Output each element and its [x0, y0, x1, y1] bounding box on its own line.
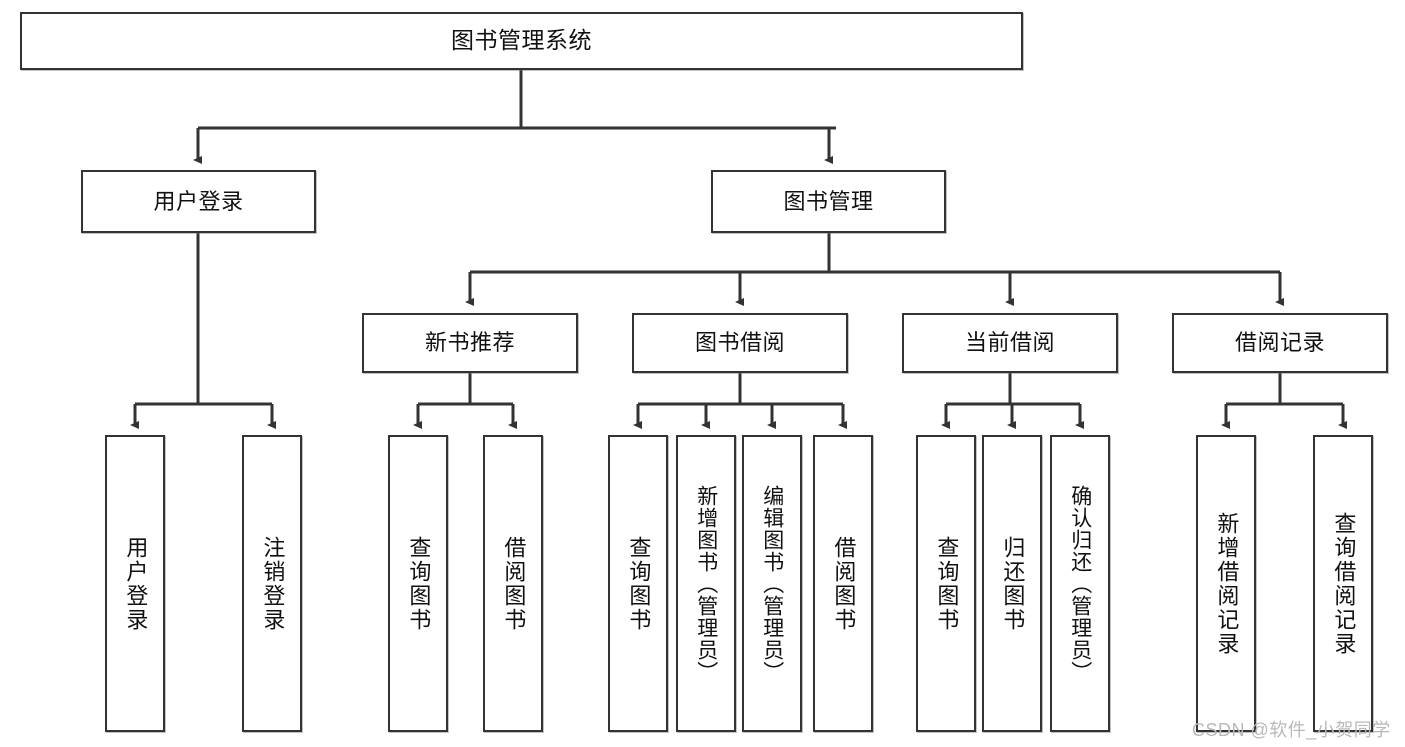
node-label: 查询图书 — [626, 535, 652, 632]
node-root-book-management-system[interactable]: 图书管理系统 — [20, 12, 1023, 70]
leaf-book-borrow-lend[interactable]: 借阅图书 — [813, 435, 873, 732]
node-label: 确认归还（管理员） — [1068, 484, 1092, 683]
node-current-borrow[interactable]: 当前借阅 — [902, 313, 1118, 373]
node-label: 用户登录 — [123, 535, 149, 632]
leaf-user-login-signin[interactable]: 用户登录 — [105, 435, 165, 732]
node-label: 借阅记录 — [1234, 330, 1325, 356]
leaf-user-login-signout[interactable]: 注销登录 — [242, 435, 302, 732]
node-new-book-recommend[interactable]: 新书推荐 — [362, 313, 578, 373]
node-book-management[interactable]: 图书管理 — [711, 170, 946, 233]
leaf-book-borrow-edit[interactable]: 编辑图书（管理员） — [742, 435, 802, 732]
leaf-book-borrow-query[interactable]: 查询图书 — [608, 435, 668, 732]
node-label: 借阅图书 — [501, 535, 527, 632]
leaf-new-book-borrow[interactable]: 借阅图书 — [483, 435, 543, 732]
node-borrow-record[interactable]: 借阅记录 — [1172, 313, 1388, 373]
node-label: 编辑图书（管理员） — [760, 484, 784, 683]
node-label: 新增图书（管理员） — [694, 484, 718, 683]
node-label: 借阅图书 — [831, 535, 857, 632]
node-label: 注销登录 — [260, 535, 286, 632]
leaf-new-book-query[interactable]: 查询图书 — [388, 435, 448, 732]
node-label: 查询图书 — [406, 535, 432, 632]
leaf-book-borrow-add[interactable]: 新增图书（管理员） — [676, 435, 736, 732]
csdn-watermark: CSDN @软件_小贺同学 — [1192, 720, 1391, 740]
node-label: 图书管理系统 — [451, 27, 592, 54]
leaf-borrow-record-query[interactable]: 查询借阅记录 — [1313, 435, 1373, 732]
leaf-current-borrow-return[interactable]: 归还图书 — [982, 435, 1042, 732]
node-label: 查询借阅记录 — [1331, 511, 1357, 656]
node-label: 当前借阅 — [964, 330, 1055, 356]
node-label: 用户登录 — [153, 188, 244, 214]
node-user-login[interactable]: 用户登录 — [81, 170, 316, 233]
leaf-current-borrow-confirm-return[interactable]: 确认归还（管理员） — [1050, 435, 1110, 732]
node-label: 新增借阅记录 — [1214, 511, 1240, 656]
leaf-borrow-record-add[interactable]: 新增借阅记录 — [1196, 435, 1256, 732]
node-label: 图书借阅 — [694, 330, 785, 356]
leaf-current-borrow-query[interactable]: 查询图书 — [916, 435, 976, 732]
node-label: 图书管理 — [783, 188, 874, 214]
node-label: 查询图书 — [934, 535, 960, 632]
node-label: 新书推荐 — [424, 330, 515, 356]
node-label: 归还图书 — [1000, 535, 1026, 632]
node-book-borrow[interactable]: 图书借阅 — [632, 313, 848, 373]
